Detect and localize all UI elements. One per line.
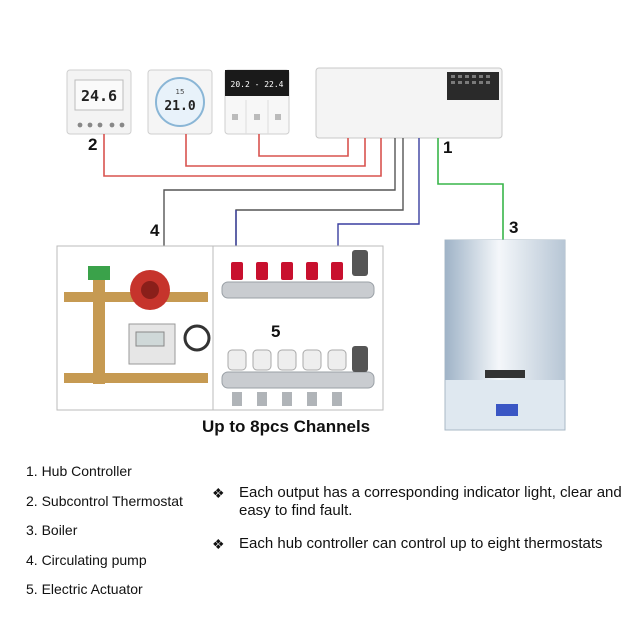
- component-legend: 1. Hub Controller 2. Subcontrol Thermost…: [26, 462, 183, 610]
- thermostat-a: 24.6: [66, 69, 132, 135]
- legend-item: 2. Subcontrol Thermostat: [26, 492, 183, 509]
- note-item: ❖ Each output has a corresponding indica…: [212, 484, 632, 520]
- thermostat-b-setpoint: 15: [176, 88, 185, 96]
- channels-caption: Up to 8pcs Channels: [202, 417, 370, 436]
- label-thermostats: 2: [88, 135, 97, 154]
- manifold: [212, 245, 384, 411]
- thermostat-c-reading: 20.2 - 22.4: [231, 80, 284, 89]
- thermostat-b: 15 21.0: [147, 69, 213, 135]
- legend-item: 3. Boiler: [26, 522, 78, 538]
- legend-item: 4. Circulating pump: [26, 551, 147, 568]
- boiler: [444, 239, 566, 431]
- hub-controller: [315, 67, 503, 139]
- thermostat-a-reading: 24.6: [81, 87, 117, 105]
- legend-item: 1. Hub Controller: [26, 463, 132, 479]
- label-pump: 4: [150, 221, 160, 240]
- thermostat-c: 20.2 - 22.4: [224, 69, 290, 135]
- label-actuator: 5: [271, 322, 280, 341]
- thermostat-b-reading: 21.0: [164, 99, 195, 114]
- circulating-pump: [56, 245, 214, 411]
- note-text: Each hub controller can control up to ei…: [239, 535, 603, 552]
- diamond-bullet-icon: ❖: [212, 485, 225, 501]
- note-text: Each output has a corresponding indicato…: [239, 484, 622, 519]
- label-hub: 1: [443, 138, 452, 157]
- red-wires: [103, 134, 382, 177]
- diamond-bullet-icon: ❖: [212, 536, 225, 552]
- feature-notes: ❖ Each output has a corresponding indica…: [212, 484, 632, 568]
- label-boiler: 3: [509, 218, 518, 237]
- green-wire: [437, 138, 504, 240]
- legend-item: 5. Electric Actuator: [26, 581, 143, 597]
- note-item: ❖ Each hub controller can control up to …: [212, 535, 632, 553]
